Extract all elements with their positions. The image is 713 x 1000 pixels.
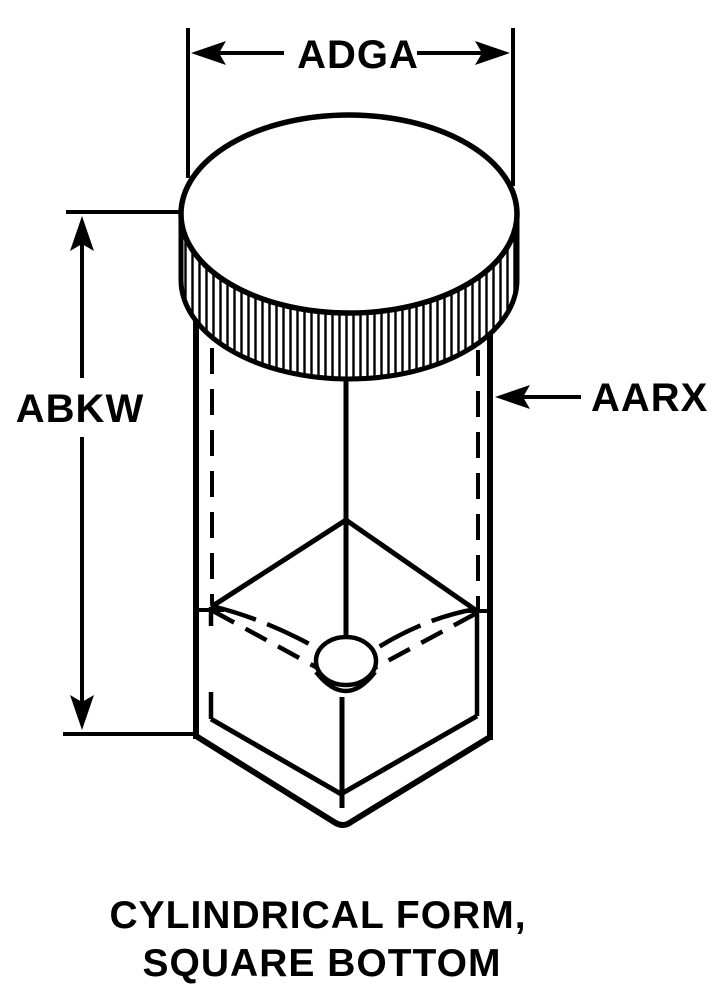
caption-line-1: CYLINDRICAL FORM, — [109, 894, 526, 937]
interior-bottom-arc-right — [372, 606, 477, 652]
caption: CYLINDRICAL FORM, SQUARE BOTTOM — [109, 894, 526, 985]
knurled-cap — [178, 112, 520, 382]
interior-dimple-lip — [314, 670, 377, 694]
square-front-edge-right-hidden — [365, 612, 477, 674]
arrowhead-up-icon — [70, 216, 94, 251]
dimension-height: ABKW — [16, 210, 193, 736]
square-front-edge-left-hidden — [211, 609, 327, 674]
interior-bottom-arc-left — [211, 603, 322, 652]
square-bottom-inner-edges — [209, 713, 479, 797]
arrowhead-leader-icon — [495, 385, 530, 409]
cylinder-body — [193, 321, 493, 740]
arrowhead-left-icon — [191, 41, 226, 65]
cap-top-face — [178, 112, 520, 316]
caption-line-2: SQUARE BOTTOM — [143, 942, 502, 985]
dimension-top-width: ADGA — [186, 28, 515, 186]
arrowhead-right-icon — [475, 41, 510, 65]
aarx-label: AARX — [591, 376, 708, 420]
square-top-edge-right — [344, 517, 479, 614]
square-bottom — [193, 517, 493, 828]
arrowhead-down-icon — [70, 695, 94, 730]
abkw-label: ABKW — [16, 387, 144, 431]
square-bottom-outer-edges — [194, 733, 492, 828]
callout-side-wall: AARX — [495, 376, 708, 420]
square-top-edge-left — [209, 517, 348, 610]
interior-dimple — [313, 634, 379, 688]
adga-label: ADGA — [297, 33, 419, 77]
